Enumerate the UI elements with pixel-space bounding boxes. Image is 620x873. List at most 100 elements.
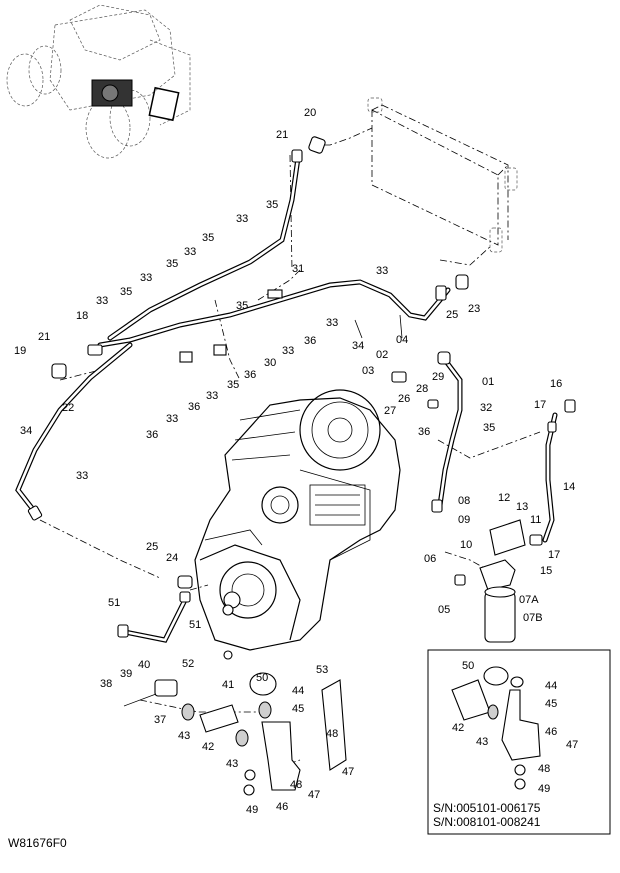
callout-43: 43 [476, 736, 488, 748]
callout-46: 46 [276, 801, 288, 813]
callout-30: 30 [264, 357, 276, 369]
callout-40: 40 [138, 659, 150, 671]
callout-33: 33 [282, 345, 294, 357]
callout-16: 16 [550, 378, 562, 390]
callout-34: 34 [352, 340, 364, 352]
callout-29: 29 [432, 371, 444, 383]
callout-44: 44 [545, 680, 557, 692]
callout-35: 35 [483, 422, 495, 434]
callout-25: 25 [146, 541, 158, 553]
callout-46: 46 [545, 726, 557, 738]
inset-alternate-assembly [427, 649, 611, 835]
callout-11: 11 [530, 514, 541, 526]
callout-27: 27 [384, 405, 396, 417]
hoses [15, 155, 558, 643]
callout-21: 21 [38, 331, 50, 343]
mounting-bracket-assembly [123, 650, 347, 796]
callout-34: 34 [20, 425, 32, 437]
callout-04: 04 [396, 334, 408, 346]
callout-26: 26 [398, 393, 410, 405]
callout-28: 28 [416, 383, 428, 395]
callout-36: 36 [188, 401, 200, 413]
callout-23: 23 [468, 303, 480, 315]
callout-47: 47 [308, 789, 320, 801]
callout-50: 50 [256, 672, 268, 684]
callout-32: 32 [480, 402, 492, 414]
callout-33: 33 [76, 470, 88, 482]
callout-10: 10 [460, 539, 472, 551]
callout-07A: 07A [519, 594, 539, 606]
callout-45: 45 [545, 698, 557, 710]
callout-49: 49 [538, 783, 550, 795]
oil-cooler-radiator [310, 97, 518, 266]
callout-35: 35 [202, 232, 214, 244]
callout-33: 33 [96, 295, 108, 307]
callout-33: 33 [184, 246, 196, 258]
callout-33: 33 [166, 413, 178, 425]
callout-49: 49 [246, 804, 258, 816]
callout-51: 51 [189, 619, 201, 631]
callout-20: 20 [304, 107, 316, 119]
callout-35: 35 [266, 199, 278, 211]
callout-35: 35 [166, 258, 178, 270]
callout-48: 48 [326, 728, 338, 740]
callout-37: 37 [154, 714, 166, 726]
callout-31: 31 [292, 263, 304, 275]
serial-number-range-2: S/N:008101-008241 [433, 815, 541, 829]
callout-14: 14 [563, 481, 575, 493]
callout-44: 44 [292, 685, 304, 697]
callout-39: 39 [120, 668, 132, 680]
callout-24: 24 [166, 552, 178, 564]
callout-33: 33 [206, 390, 218, 402]
callout-33: 33 [376, 265, 388, 277]
callout-36: 36 [304, 335, 316, 347]
callout-50: 50 [462, 660, 474, 672]
callout-41: 41 [222, 679, 234, 691]
callout-07B: 07B [523, 612, 543, 624]
callout-01: 01 [482, 376, 494, 388]
callout-15: 15 [540, 565, 552, 577]
callout-08: 08 [458, 495, 470, 507]
callout-03: 03 [362, 365, 374, 377]
part-number-callouts: 20 21 35 33 35 33 35 31 33 33 35 33 35 1… [14, 107, 578, 816]
callout-33: 33 [140, 272, 152, 284]
callout-43: 43 [226, 758, 238, 770]
callout-13: 13 [516, 501, 528, 513]
callout-21: 21 [276, 129, 288, 141]
callout-19: 19 [14, 345, 26, 357]
leader-lines [39, 154, 541, 771]
callout-06: 06 [424, 553, 436, 565]
callout-42: 42 [452, 722, 464, 734]
callout-45: 45 [292, 703, 304, 715]
transmission-housing [194, 389, 401, 651]
callout-05: 05 [438, 604, 450, 616]
callout-42: 42 [202, 741, 214, 753]
machine-location-thumbnail [6, 4, 191, 159]
fittings [27, 136, 576, 643]
callout-53: 53 [316, 664, 328, 676]
callout-17: 17 [534, 399, 546, 411]
callout-36: 36 [146, 429, 158, 441]
callout-12: 12 [498, 492, 510, 504]
callout-36: 36 [418, 426, 430, 438]
serial-number-range-1: S/N:005101-006175 [433, 801, 541, 815]
callout-18: 18 [76, 310, 88, 322]
callout-47: 47 [342, 766, 354, 778]
callout-22: 22 [62, 402, 74, 414]
callout-35: 35 [227, 379, 239, 391]
callout-43: 43 [178, 730, 190, 742]
callout-36: 36 [244, 369, 256, 381]
callout-35: 35 [236, 300, 248, 312]
callout-47: 47 [566, 739, 578, 751]
callout-02: 02 [376, 349, 388, 361]
callout-52: 52 [182, 658, 194, 670]
callout-25: 25 [446, 309, 458, 321]
callout-35: 35 [120, 286, 132, 298]
figure-code: W81676F0 [8, 836, 67, 850]
callout-38: 38 [100, 678, 112, 690]
callout-33: 33 [236, 213, 248, 225]
callout-09: 09 [458, 514, 470, 526]
callout-48: 48 [538, 763, 550, 775]
callout-51: 51 [108, 597, 120, 609]
